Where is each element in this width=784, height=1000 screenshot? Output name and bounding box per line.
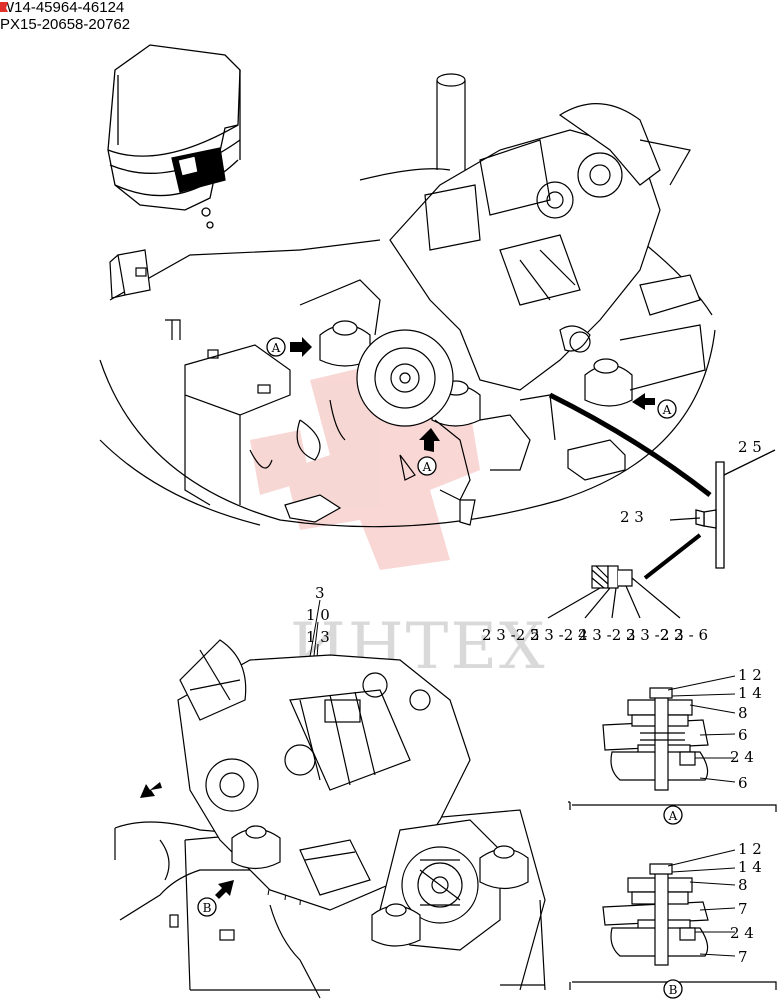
view-a-arrow-bottom: A — [417, 428, 440, 476]
callout-23: 2 3 — [620, 508, 644, 526]
callout-23-23: 2 3 -2 3 — [578, 626, 636, 644]
detail-b-callout-24: 2 4 — [730, 924, 754, 942]
detail-b-letter: B — [669, 983, 678, 997]
callout-13: 1 3 — [306, 628, 330, 646]
fitting-assembly — [547, 565, 681, 619]
view-b-arrow: B — [197, 880, 234, 917]
detail-b-callout-8: 8 — [738, 876, 748, 894]
detail-b-callout-14: 1 4 — [738, 858, 762, 876]
detail-a-callout-12: 1 2 — [738, 666, 762, 684]
red-flag-icon — [0, 2, 8, 12]
detail-b-mount — [602, 863, 709, 966]
callout-23-24: 2 3 -2 4 — [530, 626, 588, 644]
detail-a-callout-6: 6 — [738, 726, 748, 744]
detail-b-callout-7: 7 — [738, 900, 748, 918]
callout-10: 1 0 — [306, 606, 330, 624]
detail-b-leaders — [667, 849, 736, 957]
detail-a-callout-14: 1 4 — [738, 684, 762, 702]
view-a-arrow-left: A — [266, 337, 312, 357]
callout-3: 3 — [315, 584, 325, 602]
view-a-label: A — [271, 341, 281, 355]
view-b-label: B — [203, 901, 212, 915]
detail-b-callout-12: 1 2 — [738, 840, 762, 858]
detail-a-bracket — [568, 801, 777, 812]
watermark-logo — [250, 360, 480, 570]
detail-b-callout-7b: 7 — [738, 948, 748, 966]
callout-23-6: 2 3 - 6 — [660, 626, 708, 644]
view-a-arrow-right: A — [632, 393, 677, 419]
detail-a-callout-24: 2 4 — [730, 748, 754, 766]
callout-23-22: 2 3 -2 2 — [626, 626, 684, 644]
tube-part-25 — [643, 449, 776, 580]
callout-23-25: 2 3 -2 5 — [482, 626, 540, 644]
serial-range-2: PX15-20658-20762 — [0, 16, 131, 33]
detail-a-callout-6b: 6 — [738, 774, 748, 792]
machine-overview-inset — [107, 44, 241, 229]
arrow-down-left-icon — [140, 782, 162, 798]
detail-a-letter: A — [668, 809, 678, 823]
detail-a-callout-8: 8 — [738, 704, 748, 722]
detail-b-bracket — [569, 981, 777, 990]
engine-lower-view — [114, 599, 546, 999]
upper-frame-view — [99, 73, 716, 528]
callout-25: 2 5 — [738, 438, 762, 456]
serial-range-1: W14-45964-46124 — [0, 0, 125, 16]
detail-a-leaders — [667, 675, 736, 783]
detail-a-mount — [602, 687, 709, 791]
detail-b-badge — [663, 979, 683, 999]
view-a-label: A — [662, 403, 672, 417]
view-a-label: A — [422, 460, 432, 474]
detail-a-badge — [663, 805, 683, 825]
